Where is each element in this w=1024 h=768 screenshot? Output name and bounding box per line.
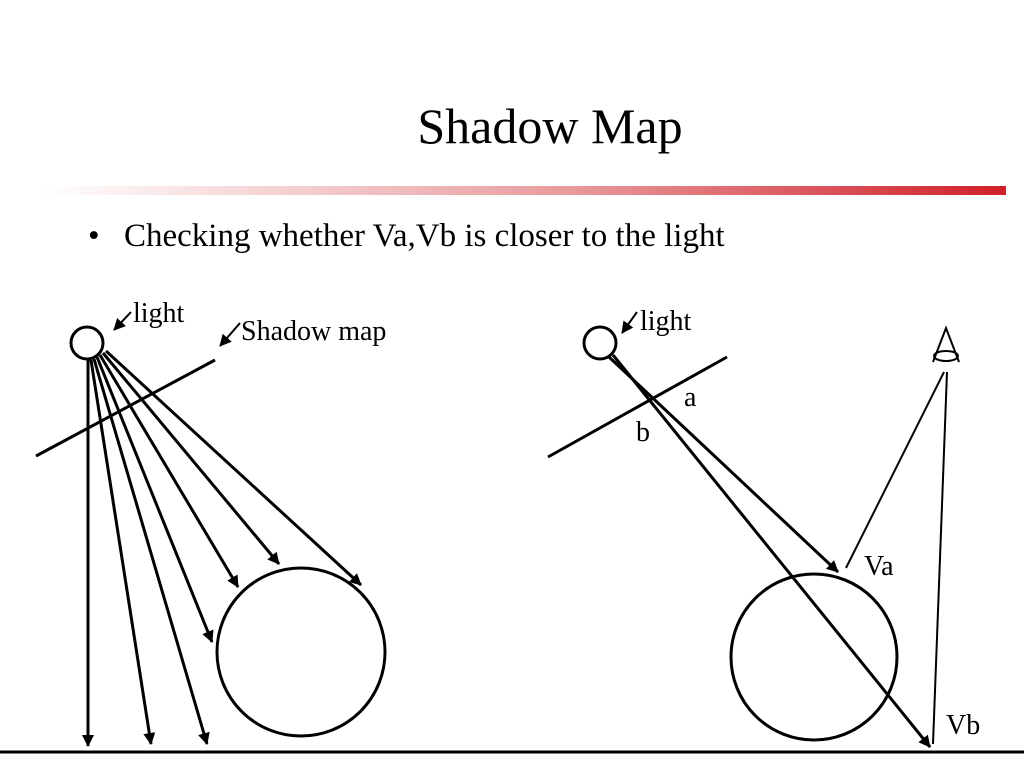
right-shadow-map-plane [547,355,728,459]
right-light-source [582,325,618,361]
light-ray [92,358,210,745]
point-b-label: b [636,417,650,448]
slide-title: Shadow Map [417,98,683,154]
title-divider [40,186,1006,195]
left-light-source [69,325,105,361]
left-light-label: light [133,298,185,329]
bullet-item: • Checking whether Va,Vb is closer to the… [88,216,725,256]
right-light-pointer [621,311,638,334]
left-diagram: light Shadow map [35,298,387,747]
left-occluder-sphere [215,566,387,738]
va-label: Va [864,551,894,582]
left-label-pointers [113,311,241,347]
ray-to-va [607,355,840,574]
light-ray [89,359,156,745]
light-ray [98,354,240,588]
light-ray [104,349,363,587]
ray-to-vb [611,354,932,748]
right-diagram: light a b Va Vb [547,306,980,748]
vb-label: Vb [946,710,980,741]
left-light-rays [82,349,363,747]
eye-icon [932,325,960,363]
right-occluder-sphere [729,572,899,742]
view-ray-to-va [845,371,945,569]
view-ray-to-vb [932,371,948,745]
point-a-label: a [684,382,697,413]
left-shadow-map-plane [35,358,216,458]
bullet-dot-icon: • [88,218,100,254]
bullet-text: Checking whether Va,Vb is closer to the … [124,218,725,254]
right-light-label: light [640,306,692,337]
light-ray [95,356,214,643]
shadow-map-label: Shadow map [241,316,386,347]
light-ray [101,352,281,565]
